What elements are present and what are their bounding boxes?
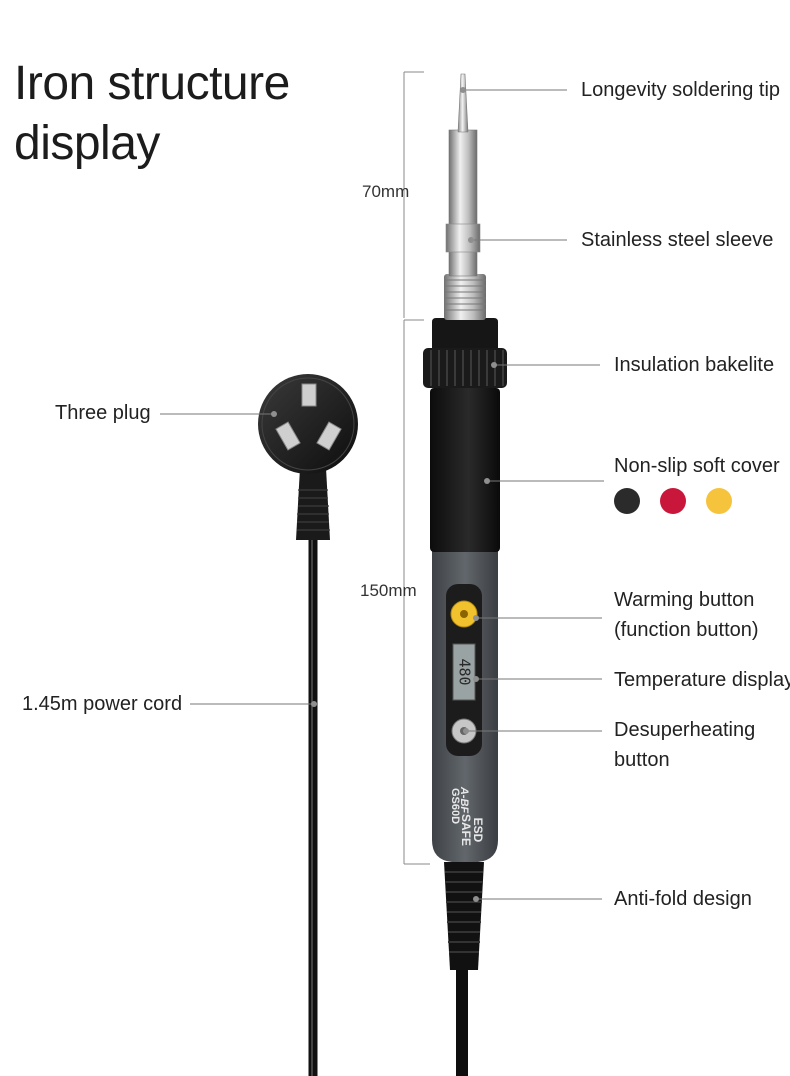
esd-badge-line1: ESD [471, 818, 485, 843]
page-title: Iron structure display [14, 54, 290, 174]
esd-badge-line2: SAFE [459, 814, 473, 846]
dimension-bracket-tip [403, 71, 424, 318]
soldering-tip [457, 73, 469, 133]
color-swatch-red [660, 488, 686, 514]
color-swatch-yellow [706, 488, 732, 514]
color-swatch-black [614, 488, 640, 514]
label-warming-button: Warming button (function button) [614, 585, 759, 645]
label-power-cord: 1.45m power cord [22, 693, 183, 715]
body-length-label: 150mm [360, 581, 417, 600]
soft-cover [430, 388, 500, 552]
label-bakelite: Insulation bakelite [614, 354, 775, 376]
grey-handle [432, 548, 498, 862]
power-cord [308, 540, 318, 1076]
title-line-2: display [14, 117, 160, 170]
label-three-plug: Three plug [55, 402, 151, 424]
brand-mark: A-BF [458, 786, 470, 814]
anti-fold-sleeve [444, 862, 484, 970]
leader-dots [271, 87, 497, 902]
steel-sleeve [445, 129, 481, 277]
label-warming-line-1: Warming button [614, 589, 755, 611]
plug-icon [258, 374, 358, 540]
label-soft-cover: Non-slip soft cover [614, 455, 780, 477]
tip-length-label: 70mm [362, 182, 410, 201]
dimension-bracket-body [403, 319, 430, 865]
title-line-1: Iron structure [14, 57, 290, 110]
bakelite-ring [423, 318, 507, 388]
label-desuper-line-1: Desuperheating [614, 719, 756, 741]
leader-lines [160, 89, 604, 900]
knurled-nut [444, 274, 486, 320]
label-desuper-line-2: button [614, 749, 670, 771]
label-anti-fold: Anti-fold design [614, 888, 752, 910]
model-mark: GS60D [449, 788, 461, 824]
label-desuperheating-button: Desuperheating button [614, 715, 755, 775]
label-warming-line-2: (function button) [614, 619, 759, 641]
label-temperature-display: Temperature display [614, 669, 790, 691]
screen-readout: 480 [456, 658, 474, 685]
label-steel-sleeve: Stainless steel sleeve [581, 229, 774, 251]
label-soldering-tip: Longevity soldering tip [581, 79, 781, 101]
